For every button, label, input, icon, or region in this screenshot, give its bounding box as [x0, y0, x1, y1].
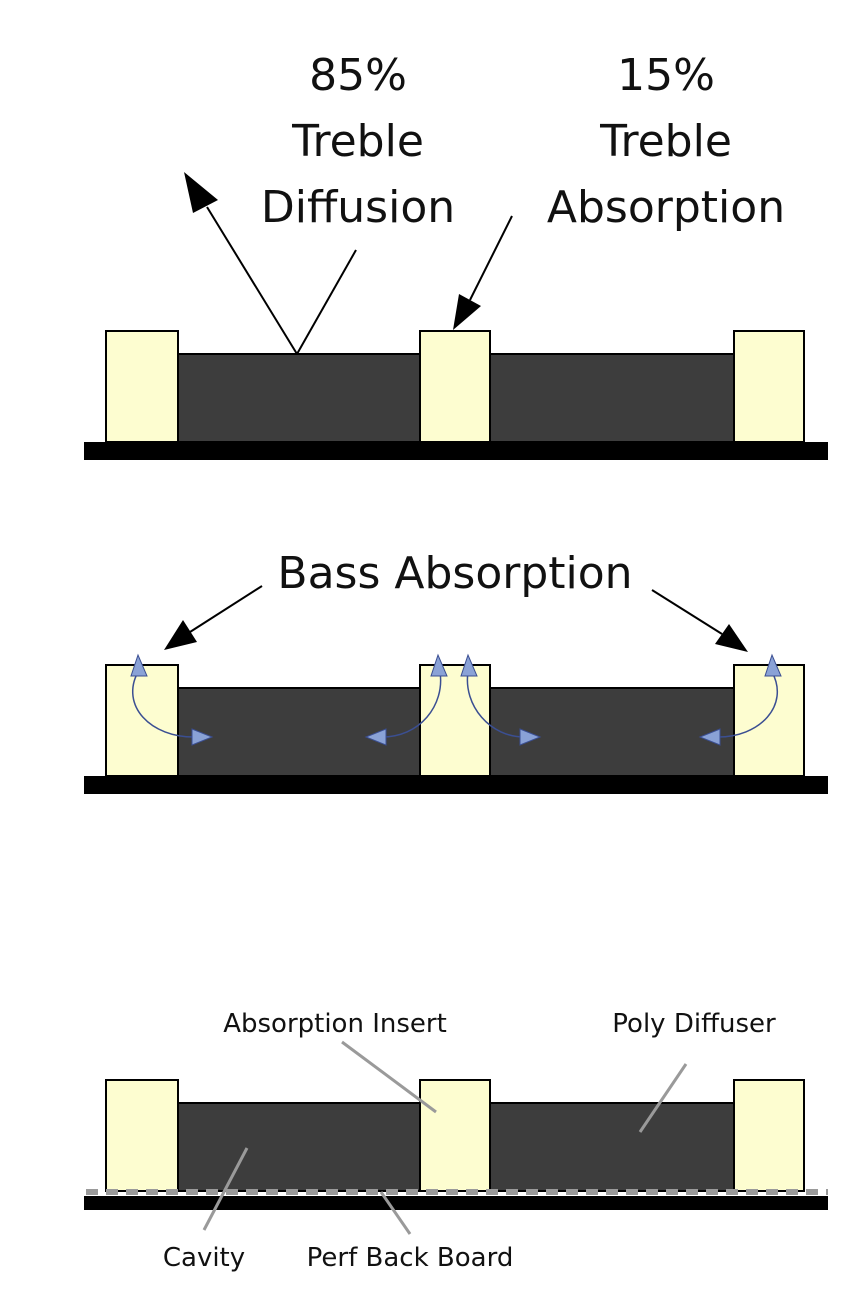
absorption-insert-left — [105, 664, 179, 777]
absorption-insert-left — [105, 1079, 179, 1192]
arc-head-left-right — [698, 728, 721, 746]
arc-head-up-right — [764, 653, 782, 677]
arc-head-up-center-b — [460, 653, 478, 677]
bass-arc-right-insert — [715, 671, 778, 738]
absorption-word-treble: Treble — [599, 116, 732, 167]
perf-back-board-label: Perf Back Board — [307, 1243, 514, 1273]
bass-flow-arrowheads — [130, 653, 782, 746]
leader-cavity — [202, 1147, 249, 1231]
incident-ray-line — [296, 249, 357, 355]
diffusion-percent: 85% — [309, 50, 407, 101]
arc-head-up-left — [130, 653, 148, 677]
absorption-insert-left — [105, 330, 179, 443]
absorption-insert-center — [419, 1079, 491, 1192]
absorption-percent: 15% — [617, 50, 715, 101]
arc-head-left-center — [364, 728, 387, 746]
absorption-word: Absorption — [547, 182, 785, 233]
absorption-insert-center — [419, 664, 491, 777]
bass-arrow-right-line — [651, 589, 723, 635]
bass-arc-left-insert — [132, 671, 197, 738]
absorption-insert-right — [733, 330, 805, 443]
cavity-label: Cavity — [163, 1243, 245, 1273]
leader-lines — [202, 1040, 688, 1235]
arc-head-right-center — [519, 728, 542, 746]
absorption-ray-arrowhead — [453, 294, 481, 330]
poly-diffuser-label: Poly Diffuser — [612, 1009, 776, 1039]
poly-diffuser-right — [489, 687, 735, 777]
reflected-ray-line — [206, 206, 298, 355]
leader-poly-diffuser — [638, 1063, 688, 1133]
panel-bass: Bass Absorption — [84, 548, 828, 794]
absorption-insert-right — [733, 1079, 805, 1192]
absorption-insert-right — [733, 664, 805, 777]
poly-diffuser-left — [177, 353, 421, 443]
bass-arrow-right-head — [715, 624, 748, 652]
panel-treble: 85% Treble Diffusion 15% Treble Absorpti… — [84, 50, 828, 460]
arc-head-up-center-a — [430, 653, 448, 677]
back-board — [84, 442, 828, 460]
bass-arc-center-left — [379, 671, 442, 738]
bass-absorption-title: Bass Absorption — [277, 548, 632, 599]
poly-diffuser-left — [177, 1102, 421, 1192]
poly-diffuser-right — [489, 353, 735, 443]
diffusion-word-treble: Treble — [291, 116, 424, 167]
absorption-insert-center — [419, 330, 491, 443]
poly-diffuser-right — [489, 1102, 735, 1192]
reflected-ray-arrowhead — [184, 172, 218, 213]
leader-absorption-insert — [341, 1040, 437, 1114]
bass-arc-center-right — [466, 671, 527, 738]
absorption-ray-line — [469, 215, 513, 301]
absorption-insert-label: Absorption Insert — [223, 1009, 447, 1039]
bass-flow-arcs — [132, 671, 778, 738]
back-board — [84, 776, 828, 794]
diffusion-word: Diffusion — [261, 182, 455, 233]
leader-perf-back-board — [379, 1191, 412, 1235]
panel-components: Absorption Insert Poly Diffuser Cavity P… — [84, 1009, 828, 1273]
bass-arrow-left-head — [164, 620, 197, 650]
back-board — [84, 1196, 828, 1210]
arc-head-right-left — [191, 728, 214, 746]
bass-arrow-left-line — [189, 585, 263, 633]
